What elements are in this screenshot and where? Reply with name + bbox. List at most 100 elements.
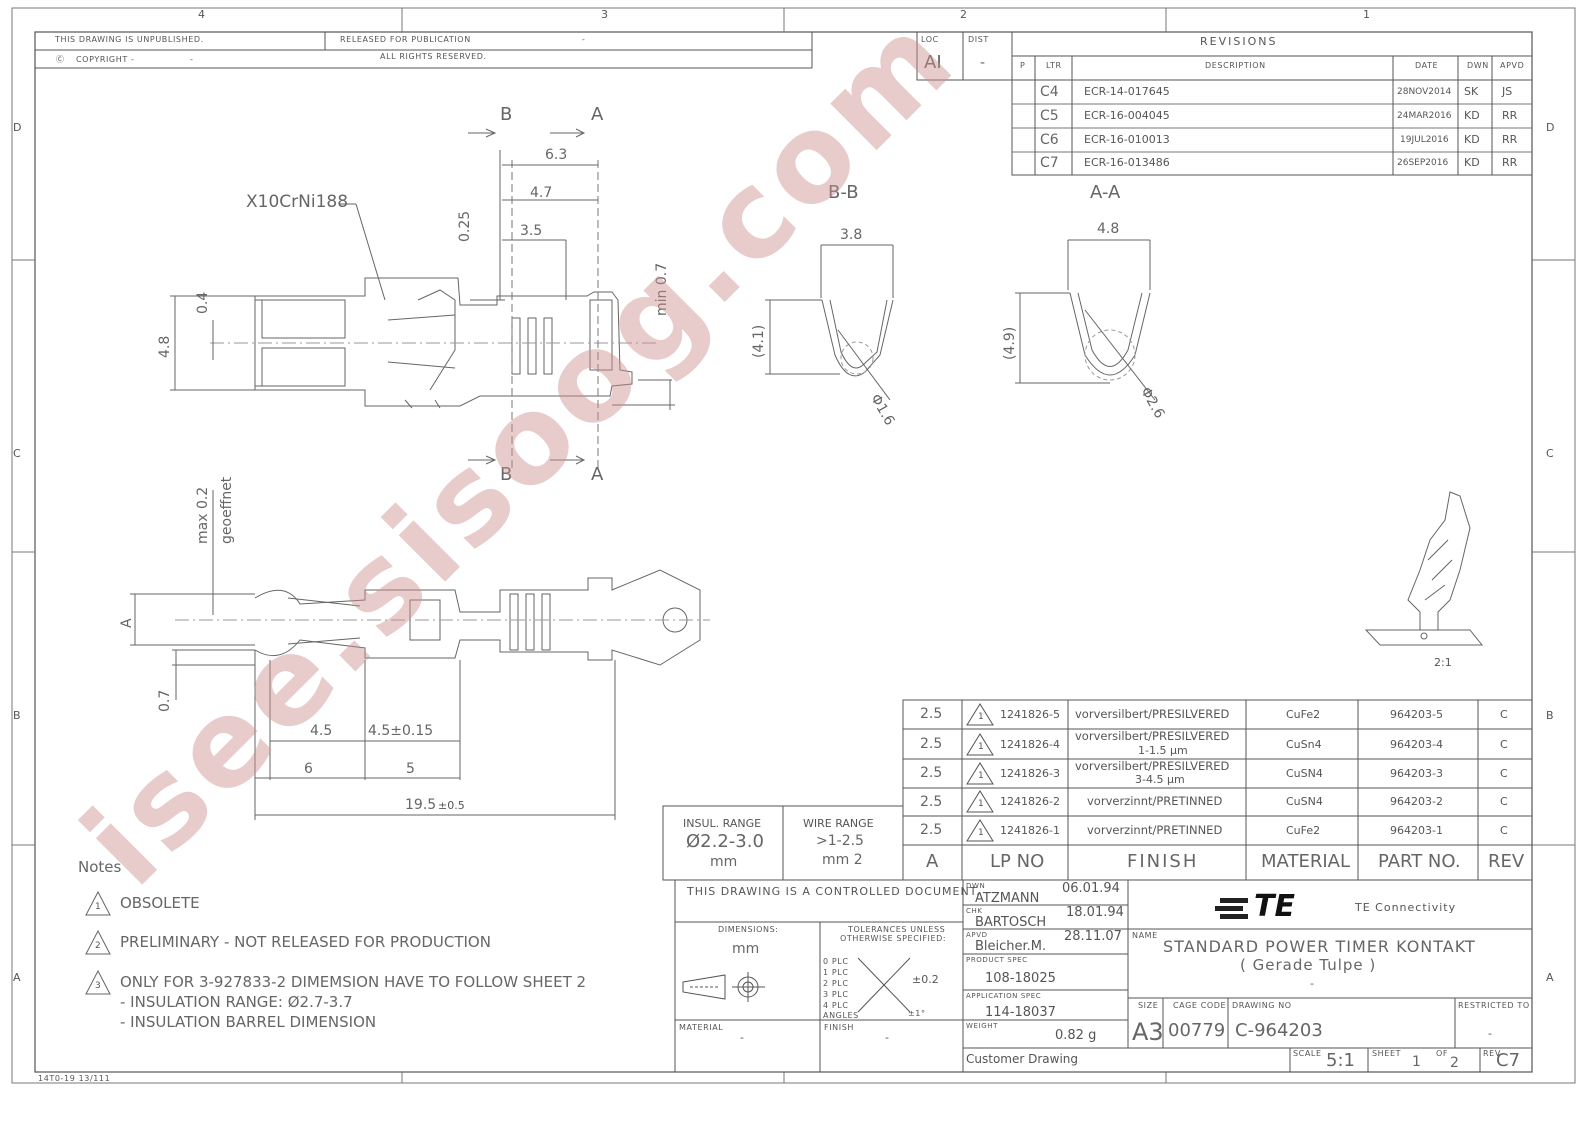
- material-value: -: [740, 1031, 744, 1044]
- tol-row: 4 PLC: [823, 1001, 849, 1010]
- parts-col-material: MATERIAL: [1261, 851, 1350, 872]
- part-material: CuFe2: [1286, 824, 1321, 837]
- parts-col-a: A: [926, 851, 939, 872]
- app-spec: 114-18037: [985, 1005, 1056, 1020]
- chk-name: BARTOSCH: [975, 915, 1047, 930]
- finish-label: FINISH: [824, 1023, 854, 1032]
- part-finish: vorversilbert/PRESILVERED: [1075, 759, 1230, 773]
- section-aa-title: A-A: [1090, 182, 1121, 203]
- part-flag: 1: [978, 712, 985, 722]
- note-flag: 3: [95, 981, 102, 991]
- part-lp: 1241826-4: [1000, 738, 1060, 751]
- chk-date: 18.01.94: [1066, 905, 1124, 920]
- zone-label: D: [13, 121, 22, 134]
- section-a-top: A: [591, 104, 604, 125]
- insul-range-unit: mm: [710, 854, 738, 870]
- rev-col-dwn: DWN: [1467, 61, 1489, 70]
- dim-label: 3.8: [840, 227, 863, 243]
- iso-scale: 2:1: [1434, 656, 1452, 669]
- dim-label: 6.3: [545, 147, 568, 163]
- dim-label: ±0.5: [438, 799, 465, 812]
- dim-label: 4.5±0.15: [368, 723, 434, 739]
- part-number: 964203-4: [1390, 738, 1443, 751]
- part-rev: C: [1500, 708, 1508, 721]
- insul-range-label: INSUL. RANGE: [683, 817, 762, 830]
- apvd-name: Bleicher.M.: [975, 939, 1047, 954]
- part-lp: 1241826-5: [1000, 708, 1060, 721]
- rev-ltr: C6: [1040, 132, 1059, 148]
- te-logo: TE: [1254, 889, 1295, 924]
- rev-col-date: DATE: [1415, 61, 1439, 70]
- part-finish: vorverzinnt/PRETINNED: [1087, 823, 1223, 837]
- apvd-label: APVD: [966, 931, 988, 939]
- rev-date: 24MAR2016: [1397, 111, 1452, 121]
- tol-row: 0 PLC: [823, 957, 849, 966]
- rev-ltr: C5: [1040, 108, 1059, 124]
- angles-value: ±1°: [908, 1009, 926, 1018]
- zone-label: 2: [960, 8, 967, 21]
- notes-title: Notes: [78, 858, 122, 876]
- zone-label: 1: [1363, 8, 1370, 21]
- rev-dwn: KD: [1464, 109, 1480, 122]
- part-finish: vorversilbert/PRESILVERED: [1075, 729, 1230, 743]
- parts-col-rev: REV: [1488, 851, 1525, 872]
- rev-dwn: SK: [1464, 85, 1479, 98]
- part-material: CuSn4: [1286, 738, 1322, 751]
- revisions-title: REVISIONS: [1200, 35, 1278, 48]
- dwn-name: ATZMANN: [975, 891, 1040, 906]
- part-a: 2.5: [920, 794, 943, 810]
- part-number: 964203-5: [1390, 708, 1443, 721]
- zone-label: D: [1546, 121, 1555, 134]
- tolerance-label: OTHERWISE SPECIFIED:: [840, 934, 947, 943]
- part-rev: C: [1500, 824, 1508, 837]
- part-lp: 1241826-1: [1000, 824, 1060, 837]
- rev-desc: ECR-16-004045: [1084, 109, 1170, 122]
- zone-label: A: [13, 971, 21, 984]
- part-flag: 1: [978, 742, 985, 752]
- rev-apvd: JS: [1502, 85, 1513, 98]
- released-text: RELEASED FOR PUBLICATION: [340, 35, 471, 44]
- rights-text: ALL RIGHTS RESERVED.: [380, 52, 487, 61]
- rev-ltr: C4: [1040, 84, 1059, 100]
- weight-label: WEIGHT: [966, 1022, 998, 1030]
- dwn-label: DWN: [966, 882, 986, 890]
- dim-label: 6: [304, 761, 313, 777]
- customer-drawing: Customer Drawing: [966, 1052, 1079, 1066]
- note-flag: 1: [95, 902, 102, 912]
- part-rev: C: [1500, 795, 1508, 808]
- zone-label: B: [1546, 709, 1554, 722]
- part-flag: 1: [978, 799, 985, 809]
- note-3a: - INSULATION RANGE: Ø2.7-3.7: [120, 993, 353, 1011]
- copyright-text: COPYRIGHT -: [76, 55, 135, 64]
- dist-label: DIST: [968, 35, 989, 44]
- part-a: 2.5: [920, 765, 943, 781]
- rev-col-ltr: LTR: [1046, 61, 1062, 70]
- rev-desc: ECR-16-010013: [1084, 133, 1170, 146]
- part-finish-thickness: 3-4.5 μm: [1135, 773, 1185, 786]
- rev-apvd: RR: [1502, 109, 1518, 122]
- loc-label: LOC: [921, 35, 939, 44]
- note-flag: 2: [95, 941, 102, 951]
- te-logo-bars: [1215, 898, 1248, 919]
- cage-code: 00779: [1168, 1020, 1226, 1041]
- wire-range-unit: mm 2: [822, 852, 863, 868]
- size: A3: [1132, 1018, 1164, 1046]
- section-b-top: B: [500, 104, 513, 125]
- angles-label: ANGLES: [823, 1011, 859, 1020]
- part-flag: 1: [978, 771, 985, 781]
- part-lp: 1241826-2: [1000, 795, 1060, 808]
- part-lp: 1241826-3: [1000, 767, 1060, 780]
- part-a: 2.5: [920, 822, 943, 838]
- parts-col-finish: FINISH: [1127, 851, 1199, 872]
- of-value: 2: [1450, 1055, 1459, 1071]
- wire-range-value: >1-2.5: [816, 833, 864, 849]
- insul-range-value: Ø2.2-3.0: [686, 831, 764, 852]
- dim-label: 19.5: [405, 797, 437, 813]
- part-rev: C: [1500, 767, 1508, 780]
- part-number: 964203-2: [1390, 795, 1443, 808]
- apvd-date: 28.11.07: [1064, 929, 1122, 944]
- part-a: 2.5: [920, 736, 943, 752]
- restricted-label: RESTRICTED TO: [1458, 1001, 1530, 1010]
- section-a-bottom: A: [591, 464, 604, 485]
